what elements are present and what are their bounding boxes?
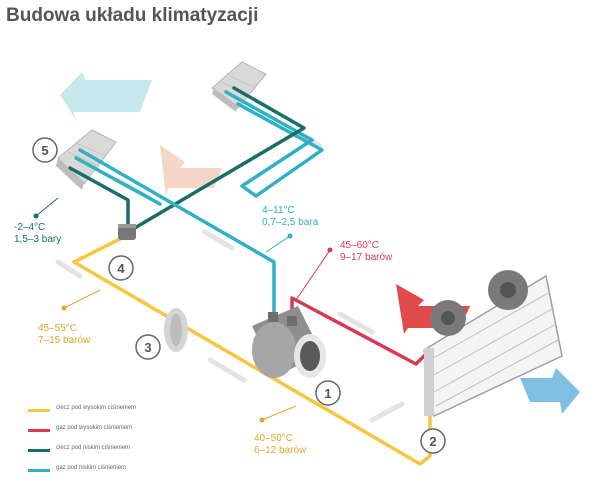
legend: ciecz pod wysokim ciśnieniem gaz pod wys… (28, 404, 208, 484)
legend-label: ciecz pod wysokim ciśnieniem (56, 405, 137, 411)
suction-line-annotation: 4–11°C 0,7–2,5 bara (262, 205, 318, 229)
annotation-pressure: 6–12 barów (254, 445, 307, 456)
filter-drier (164, 308, 188, 352)
expansion-valve (118, 224, 136, 240)
airflow-arrows (60, 72, 580, 414)
liquid-low-line-top (126, 86, 306, 234)
component-numbers: 5 4 3 1 2 (32, 137, 446, 454)
gas-low-line-evap (74, 156, 162, 206)
cold-air-arrow (60, 72, 152, 120)
liquid-low-line-evap (68, 166, 130, 234)
refrigerant-lines (68, 86, 432, 466)
page-title: Budowa układu klimatyzacji (6, 5, 259, 26)
svg-text:5: 5 (41, 143, 48, 158)
annotation-leaders (33, 197, 333, 423)
annotation-pressure: 7–15 barów (38, 335, 91, 346)
legend-swatch (28, 449, 50, 452)
compressor (252, 306, 326, 378)
evaporator (56, 129, 117, 190)
gas-high-discharge-line (290, 296, 426, 366)
svg-text:1: 1 (324, 386, 331, 401)
filter-drier-annotation: 45–55°C 7–15 barów (38, 323, 90, 347)
annotation-temp: 45–55°C (38, 323, 78, 334)
annotation-pressure: 0,7–2,5 bara (262, 217, 319, 228)
legend-label: ciecz pod niskim ciśnieniem (56, 445, 131, 451)
annotation-pressure: 9–17 barów (340, 252, 393, 263)
number-badge-2: 2 (420, 428, 446, 454)
legend-item: ciecz pod wysokim ciśnieniem (28, 404, 208, 424)
evaporator-outlet-annotation: -2–4°C 1,5–3 bary (14, 222, 61, 246)
legend-swatch (28, 409, 50, 412)
annotation-temp: 4–11°C (262, 205, 295, 216)
legend-label: gaz pod niskim ciśnieniem (56, 465, 127, 471)
svg-text:4: 4 (117, 261, 125, 276)
legend-item: gaz pod niskim ciśnieniem (28, 464, 208, 484)
annotation-temp: -2–4°C (14, 222, 46, 233)
number-badge-4: 4 (108, 255, 134, 281)
number-badge-5: 5 (32, 137, 58, 163)
annotation-temp: 40–50°C (254, 433, 294, 444)
svg-text:2: 2 (429, 434, 436, 449)
legend-item: gaz pod wysokim ciśnieniem (28, 424, 208, 444)
condenser-outlet-annotation: 40–50°C 6–12 barów (254, 433, 306, 457)
discharge-line-annotation: 45–60°C 9–17 barów (340, 240, 392, 264)
warm-air-arrow (160, 145, 222, 196)
annotation-pressure: 1,5–3 bary (14, 234, 62, 245)
legend-swatch (28, 429, 50, 432)
fresh-air-arrow (520, 368, 580, 414)
legend-item: ciecz pod niskim ciśnieniem (28, 444, 208, 464)
liquid-high-line (72, 234, 432, 466)
number-badge-1: 1 (315, 380, 341, 406)
svg-text:3: 3 (144, 340, 151, 355)
number-badge-3: 3 (135, 334, 161, 360)
annotation-temp: 45–60°C (340, 240, 380, 251)
legend-swatch (28, 469, 50, 472)
condenser (423, 270, 563, 418)
legend-label: gaz pod wysokim ciśnieniem (56, 425, 133, 431)
gas-low-suction-line (78, 148, 276, 318)
